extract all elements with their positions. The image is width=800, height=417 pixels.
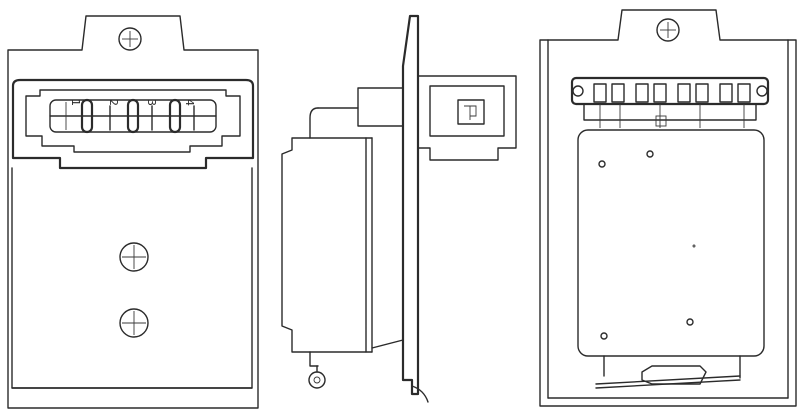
front-view: 1 2 3 4 (7, 15, 259, 409)
terminal-strip (570, 76, 770, 106)
front-lower-body (11, 167, 253, 389)
rear-plate-outline (539, 9, 797, 407)
front-plate-outline (7, 15, 259, 409)
mounting-hole-icon (119, 242, 149, 272)
pin-label-2: 2 (107, 99, 120, 106)
side-body (281, 137, 367, 353)
mounting-hole-icon (119, 308, 149, 338)
side-plate (401, 14, 420, 396)
mounting-hole-icon (118, 27, 142, 51)
thermal-fuse (641, 365, 707, 385)
mounting-hole-icon (656, 18, 680, 42)
connector-inner-frame (25, 89, 241, 153)
pin-label-3: 3 (145, 99, 158, 106)
rear-body (577, 129, 765, 357)
pin-label-1: 1 (69, 99, 82, 106)
side-connector (417, 75, 517, 161)
plate-hook (411, 385, 429, 403)
rivet-icons (598, 150, 696, 340)
side-view (281, 14, 517, 403)
connector-pins (65, 98, 195, 134)
rear-view (539, 9, 797, 407)
terminal-icon (308, 365, 326, 389)
connector-housing (11, 78, 255, 170)
side-boss (357, 87, 404, 127)
pin-label-4: 4 (183, 99, 196, 106)
terminal-tabs (593, 83, 751, 103)
